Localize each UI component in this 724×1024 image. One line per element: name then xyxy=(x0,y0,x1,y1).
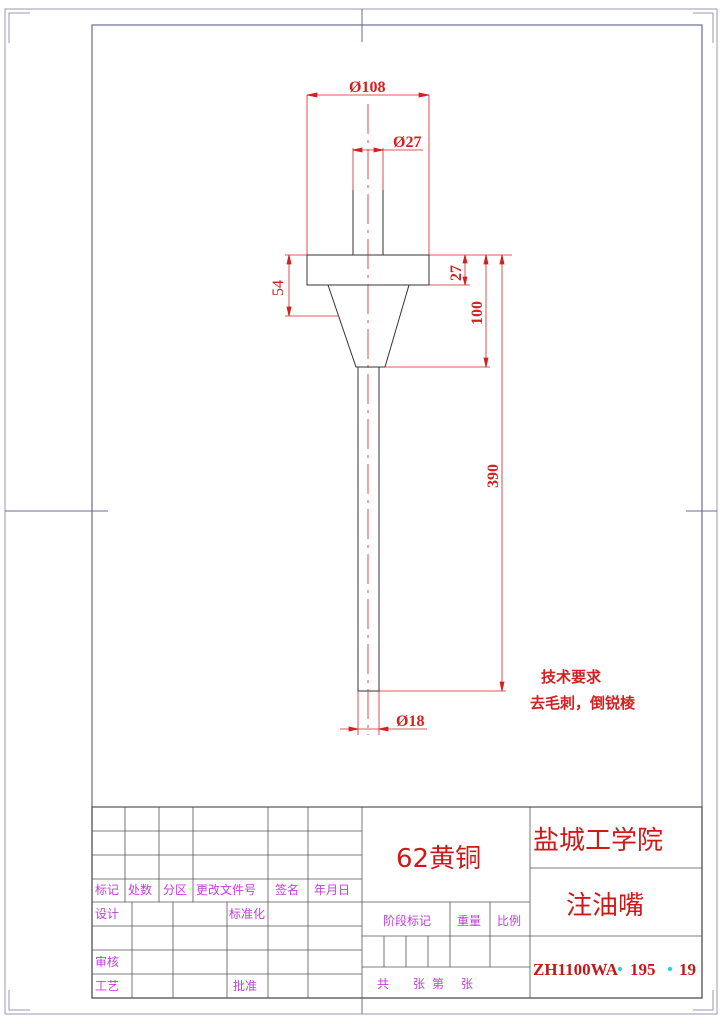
tb-review-label: 审核 xyxy=(95,954,119,969)
dim-flange-diameter: Ø108 xyxy=(349,79,385,96)
tb-header-date: 年月日 xyxy=(314,883,350,897)
tb-standardization-label: 标准化 xyxy=(229,907,265,921)
title-block-grid xyxy=(91,806,703,999)
tb-sheets-nth: 第 xyxy=(432,977,444,991)
drawing-number-separator xyxy=(617,966,623,972)
tb-design-label: 设计 xyxy=(95,907,119,921)
sheet-frame xyxy=(4,8,718,1015)
tb-sheets-total: 共 xyxy=(377,977,389,991)
tb-header-zone: 分区 xyxy=(163,883,187,897)
tb-weight-label: 重量 xyxy=(457,914,481,928)
tb-header-count: 处数 xyxy=(128,882,152,897)
dim-bottom-shaft-diameter: Ø18 xyxy=(396,713,424,730)
drawing-number-separator xyxy=(667,966,673,972)
centering-marks xyxy=(5,9,717,1014)
dim-flange-thickness: 27 xyxy=(448,265,465,281)
tb-header-signature: 签名 xyxy=(275,882,299,897)
dim-height-54: 54 xyxy=(270,280,287,296)
tb-sheets-unit: 张 xyxy=(413,977,425,991)
dimension-lines xyxy=(285,92,512,735)
tb-header-change-doc: 更改文件号 xyxy=(196,882,256,897)
tb-sheets-unit2: 张 xyxy=(461,977,473,991)
dim-total-length: 390 xyxy=(485,464,502,488)
tb-scale-label: 比例 xyxy=(497,914,521,928)
tb-header-mark: 标记 xyxy=(95,883,119,897)
part-name: 注油嘴 xyxy=(566,891,644,921)
material-text: 62黄铜 xyxy=(396,844,481,874)
tb-process-label: 工艺 xyxy=(95,979,119,993)
drawing-number-part3: 19 xyxy=(679,960,696,979)
drawing-number-part1: ZH1100WA xyxy=(533,960,619,979)
tech-requirements-text: 去毛刺，倒锐棱 xyxy=(530,694,636,712)
institution-name: 盐城工学院 xyxy=(533,826,663,856)
tb-stage-mark-label: 阶段标记 xyxy=(383,913,431,928)
dim-cone-height: 100 xyxy=(469,301,486,325)
drawing-number-part2: 195 xyxy=(630,960,656,979)
tb-approve-label: 批准 xyxy=(233,978,257,993)
title-block-labels: 标记 处数 分区 更改文件号 签名 年月日 设计 标准化 审核 工艺 批准 阶段… xyxy=(95,826,696,993)
tech-requirements-title: 技术要求 xyxy=(541,668,602,686)
dim-top-shaft-diameter: Ø27 xyxy=(393,134,421,151)
